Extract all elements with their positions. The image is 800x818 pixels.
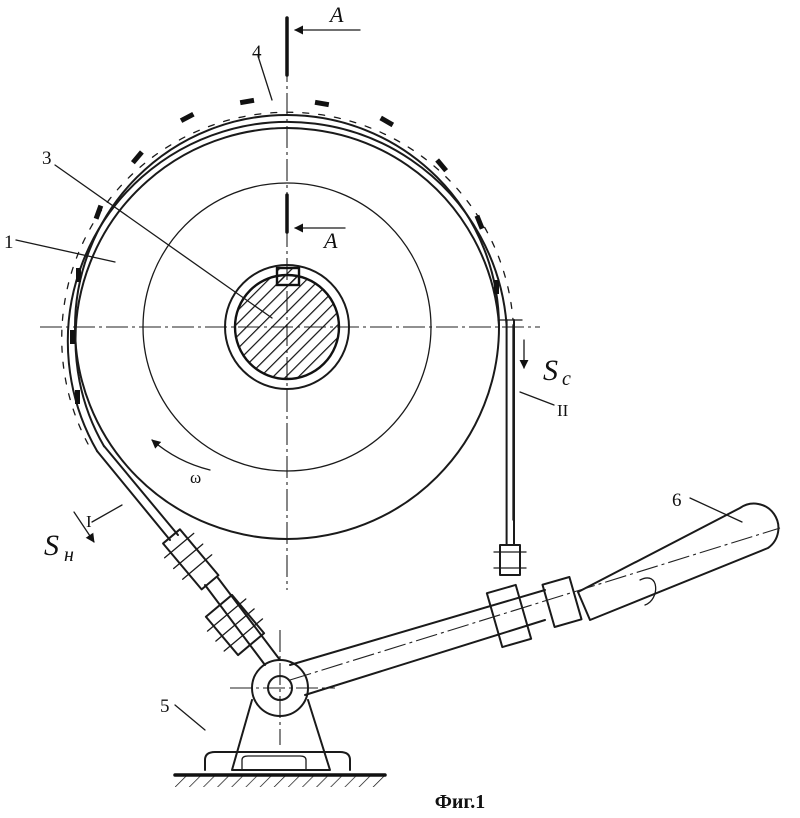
- force-arrows: [73, 339, 529, 543]
- brake-drum: [74, 114, 500, 540]
- band-branch-II: [493, 319, 527, 576]
- shaft-section: [233, 273, 341, 381]
- label-omega: ω: [190, 468, 201, 487]
- label-branch-I: I: [86, 512, 92, 531]
- label-part-6: 6: [672, 490, 682, 511]
- label-branch-II: II: [557, 401, 569, 420]
- leader-lines: [15, 55, 743, 731]
- label-part-4: 4: [252, 42, 262, 63]
- label-part-1: 1: [4, 232, 14, 253]
- center-lines: [40, 60, 540, 745]
- label-force-c-sub: c: [562, 368, 571, 390]
- label-section-top: A: [328, 2, 344, 27]
- label-section-mid: A: [322, 228, 338, 253]
- section-marks: [285, 16, 361, 234]
- band-lining-segments: [70, 97, 499, 404]
- label-force-h: S: [44, 529, 59, 562]
- brake-lever: [289, 502, 781, 696]
- label-force-c: S: [543, 354, 558, 387]
- part-labels: 1 3 4 5 6 II I A A ω S c S н: [4, 2, 682, 717]
- pivot-bracket: [173, 659, 387, 787]
- label-part-3: 3: [42, 148, 52, 169]
- key: [275, 266, 301, 287]
- label-force-h-sub: н: [64, 544, 74, 566]
- label-part-5: 5: [160, 696, 170, 717]
- figure-caption: Фиг.1: [435, 791, 486, 813]
- band-branch-I: [96, 445, 281, 666]
